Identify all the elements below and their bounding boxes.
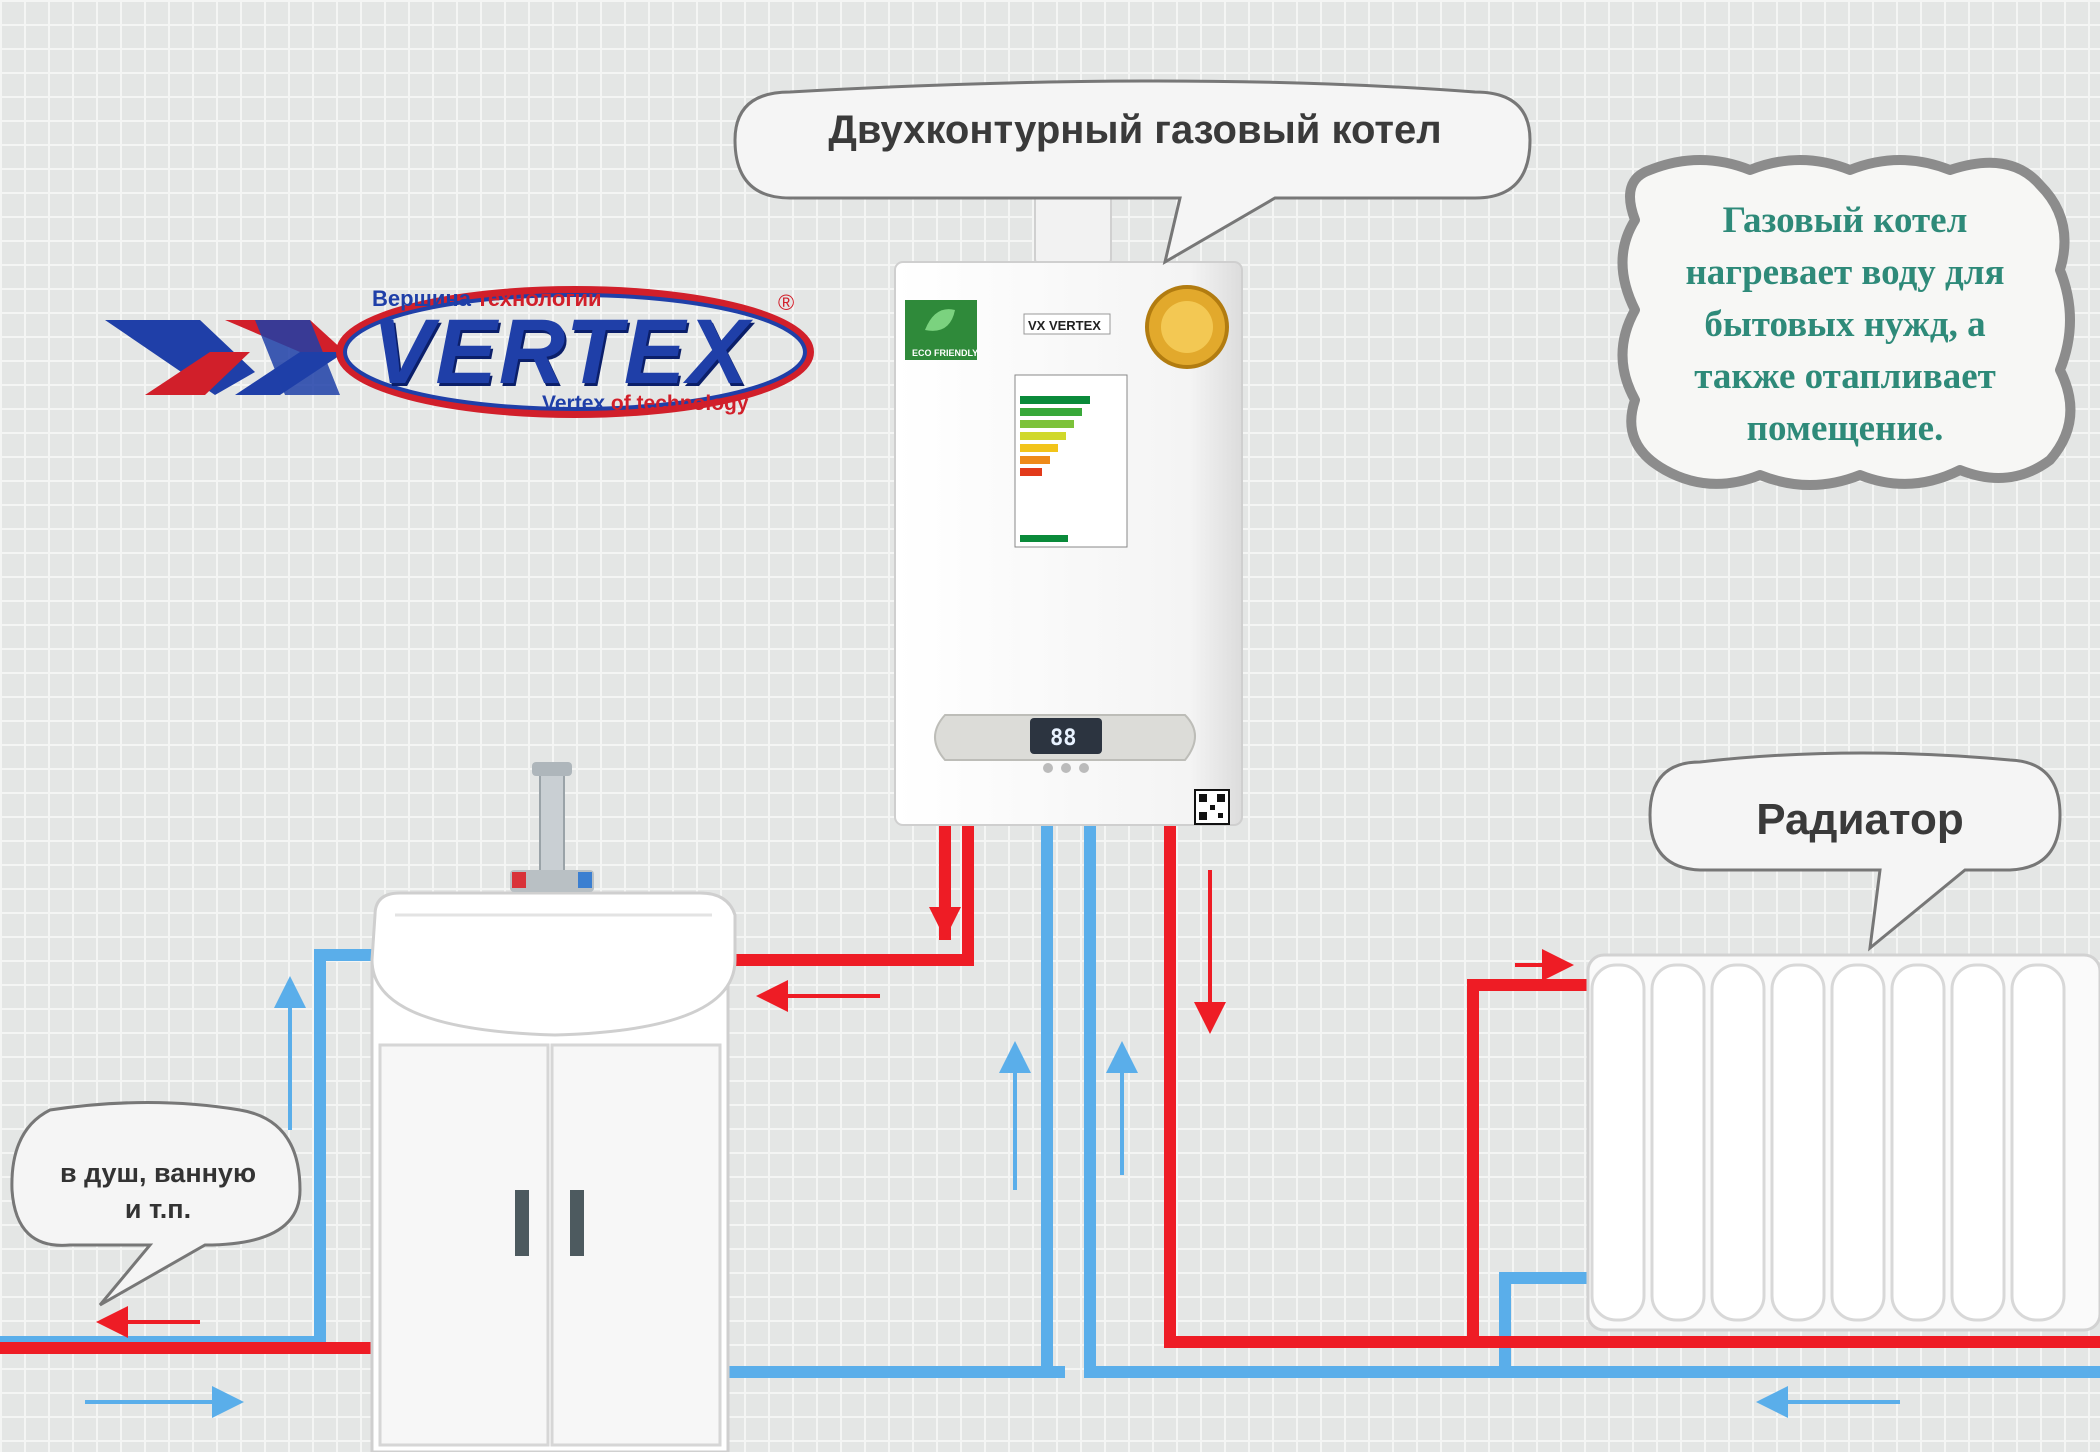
flow-arrows (85, 860, 1900, 1418)
energy-label-bars (1020, 396, 1090, 542)
info-line-4: также отапливает (1694, 356, 1996, 397)
shower-caption-line-1: в душ, ванную (59, 1158, 257, 1188)
speech-bubbles (10, 79, 2062, 1307)
logo-registered-mark: ® (778, 290, 795, 315)
radiator-caption: Радиатор (1756, 795, 1964, 844)
gas-boiler (894, 152, 1243, 826)
boiler-button-3 (1079, 763, 1089, 773)
boiler-display (1030, 718, 1102, 754)
vertex-logo-graphic (105, 286, 814, 418)
boiler-display-value: 88 (1050, 726, 1077, 751)
info-line-3: бытовых нужд, а (1704, 304, 1986, 345)
logo-tagline-bottom-blue: Vertex (542, 392, 606, 415)
faucet (539, 771, 565, 873)
bubble-radiator (1648, 751, 2062, 952)
cold-pipe-radiator-return (1499, 1272, 1590, 1372)
bubble-info (1617, 155, 2076, 490)
cabinet-handle-right (570, 1190, 584, 1256)
logo-tagline-top-red: технологии (477, 286, 602, 311)
logo-brand: VERTEX (372, 301, 751, 403)
bubble-shower (10, 1101, 302, 1307)
cabinet-handle-left (515, 1190, 529, 1256)
cold-pipe-boiler-right (1084, 825, 2100, 1378)
info-caption: Газовый котел нагревает воду для бытовых н… (1645, 195, 2045, 455)
boiler-button-1 (1043, 763, 1053, 773)
sink-cabinet (370, 762, 737, 1452)
boiler-caption: Двухконтурный газовый котел (828, 108, 1442, 152)
logo-tagline-top: Вершина технологии (372, 286, 602, 312)
bubble-boiler (733, 79, 1532, 266)
eco-label (905, 300, 977, 360)
cold-pipe-shower-riser (314, 949, 372, 1342)
boiler-brand-plate (1023, 313, 1111, 335)
info-line-1: Газовый котел (1722, 200, 1968, 241)
logo-tagline-top-blue: Вершина (372, 286, 471, 311)
hot-pipe-sink-feed (728, 825, 974, 966)
info-line-2: нагревает воду для (1685, 252, 2005, 293)
qr-code-icon (1194, 789, 1230, 825)
logo-tagline-bottom: Vertex of technology (542, 392, 749, 416)
shower-caption: в душ, ванную и т.п. (18, 1155, 298, 1227)
sink-basin (370, 891, 737, 1037)
shower-caption-line-2: и т.п. (124, 1194, 192, 1224)
boiler-brand-text: VX VERTEX (1028, 318, 1101, 333)
radiator (1586, 953, 2100, 1332)
info-line-5: помещение. (1746, 408, 1944, 449)
boiler-button-2 (1061, 763, 1071, 773)
logo-tagline-bottom-red: of technology (610, 392, 749, 415)
hot-pipe-boiler-return (1164, 825, 1590, 1348)
logo-swoosh (336, 286, 814, 418)
eco-label-text: ECO FRIENDLY (912, 348, 979, 358)
